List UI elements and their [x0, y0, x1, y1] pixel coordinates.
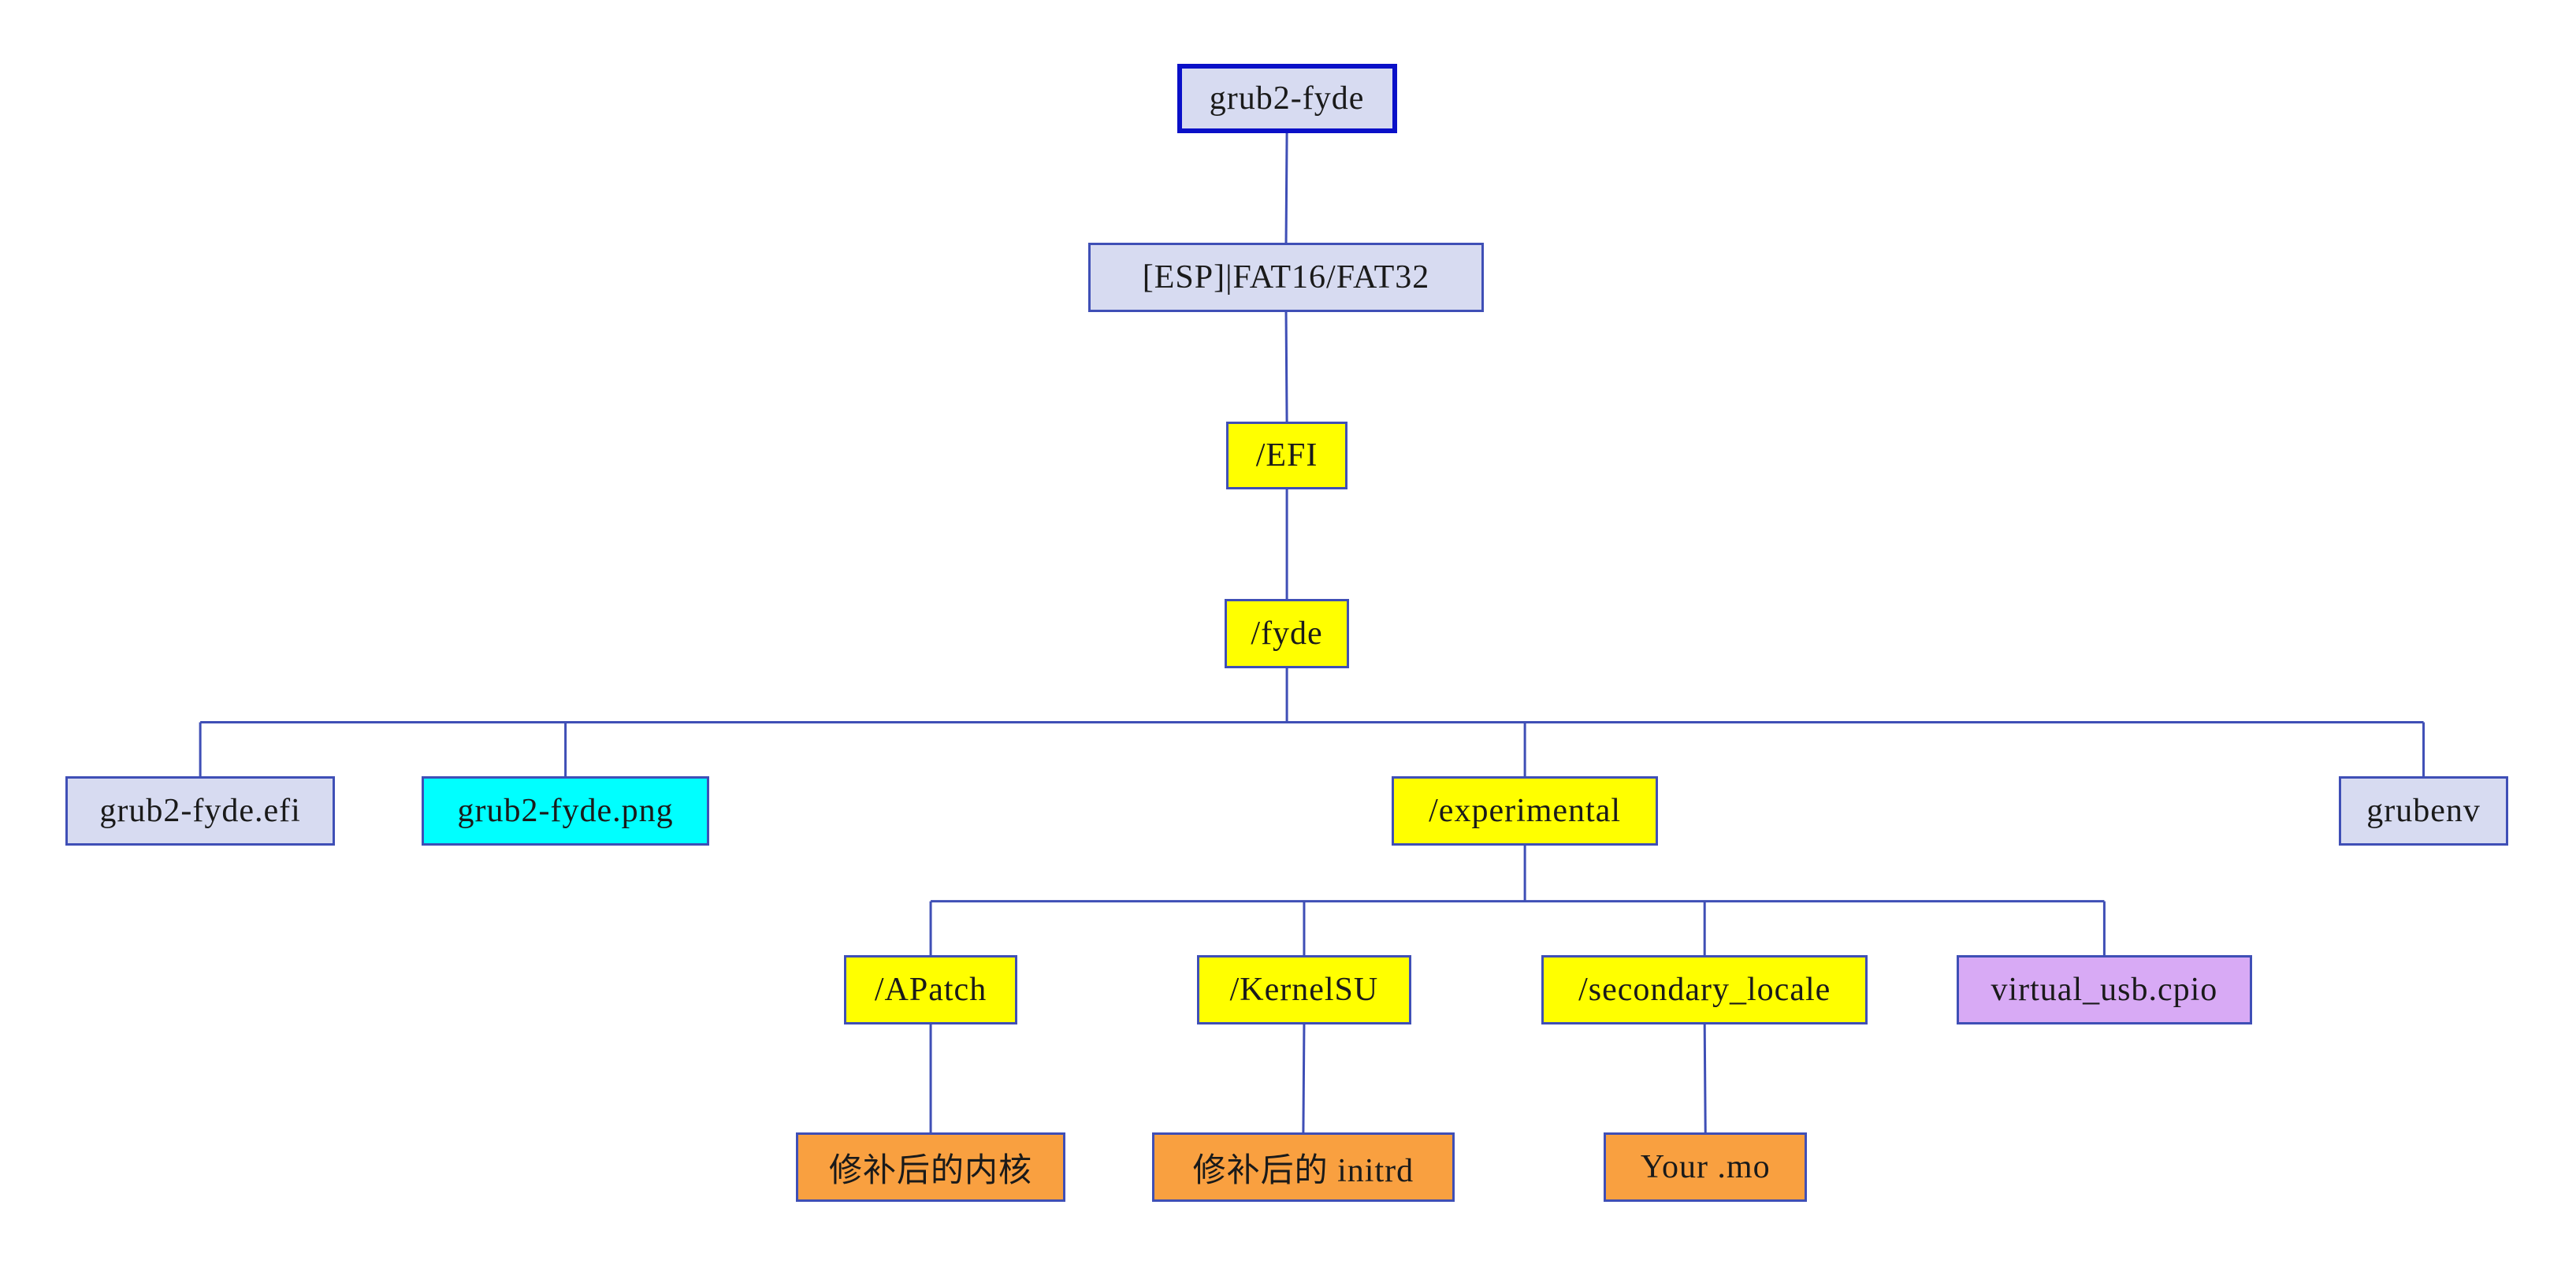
node-efi: /EFI — [1226, 422, 1348, 489]
node-grub2-fyde-efi: grub2-fyde.efi — [65, 776, 335, 846]
connector-esp-efi — [1284, 311, 1288, 422]
connector-lines — [199, 132, 2425, 1133]
node-fyde: /fyde — [1224, 599, 1350, 668]
node-grubenv: grubenv — [2339, 776, 2508, 846]
node-secondary-locale: /secondary_locale — [1541, 955, 1868, 1024]
node-patched-initrd: 修补后的 initrd — [1152, 1132, 1455, 1202]
node-experimental: /experimental — [1392, 776, 1658, 846]
node-kernelsu: /KernelSU — [1196, 955, 1412, 1024]
connector-grub2-fyde-esp — [1284, 132, 1288, 244]
node-grub2-fyde: grub2-fyde — [1176, 64, 1397, 133]
node-virtual-usb-cpio: virtual_usb.cpio — [1956, 955, 2252, 1024]
connector-kernelsu-patched-initrd — [1302, 1024, 1306, 1133]
node-apatch: /APatch — [843, 955, 1018, 1024]
connector-secondary-locale-your-mo — [1703, 1024, 1707, 1133]
node-esp: [ESP]|FAT16/FAT32 — [1088, 243, 1485, 312]
node-grub2-fyde-png: grub2-fyde.png — [422, 776, 709, 846]
node-patched-kernel: 修补后的内核 — [796, 1132, 1065, 1202]
node-your-mo: Your .mo — [1604, 1132, 1808, 1202]
